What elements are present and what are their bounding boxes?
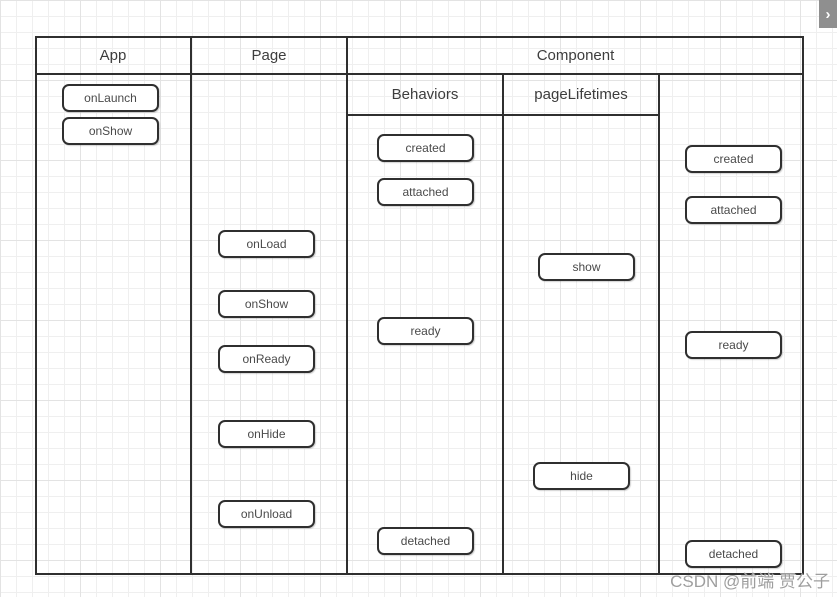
node-page-onhide: onHide <box>218 420 315 448</box>
divider-app-page <box>190 36 192 575</box>
node-lifetimes-created: created <box>685 145 782 173</box>
divider-subheader-row <box>347 114 660 116</box>
node-pagelifetimes-hide: hide <box>533 462 630 490</box>
divider-header-row <box>35 73 804 75</box>
node-behaviors-created: created <box>377 134 474 162</box>
node-behaviors-attached: attached <box>377 178 474 206</box>
node-page-onload: onLoad <box>218 230 315 258</box>
node-behaviors-ready: ready <box>377 317 474 345</box>
column-header-page: Page <box>251 46 287 64</box>
column-header-component: Component <box>536 46 615 64</box>
node-page-onready: onReady <box>218 345 315 373</box>
column-header-pagelifetimes: pageLifetimes <box>534 86 628 103</box>
panel-toggle-button[interactable]: › <box>819 0 837 28</box>
divider-page-component <box>346 36 348 575</box>
node-page-onshow: onShow <box>218 290 315 318</box>
node-lifetimes-detached: detached <box>685 540 782 568</box>
node-lifetimes-attached: attached <box>685 196 782 224</box>
node-app-onshow: onShow <box>62 117 159 145</box>
divider-behaviors-pagelifetimes <box>502 74 504 575</box>
node-lifetimes-ready: ready <box>685 331 782 359</box>
node-page-onunload: onUnload <box>218 500 315 528</box>
lifecycle-table-frame <box>35 36 804 575</box>
csdn-watermark: CSDN @前端 贾公子 <box>670 572 830 591</box>
node-behaviors-detached: detached <box>377 527 474 555</box>
node-pagelifetimes-show: show <box>538 253 635 281</box>
divider-pagelifetimes-lifetimes <box>658 74 660 575</box>
chevron-right-icon: › <box>825 5 831 23</box>
column-header-behaviors: Behaviors <box>391 86 459 103</box>
node-app-onlaunch: onLaunch <box>62 84 159 112</box>
column-header-app: App <box>99 46 127 64</box>
